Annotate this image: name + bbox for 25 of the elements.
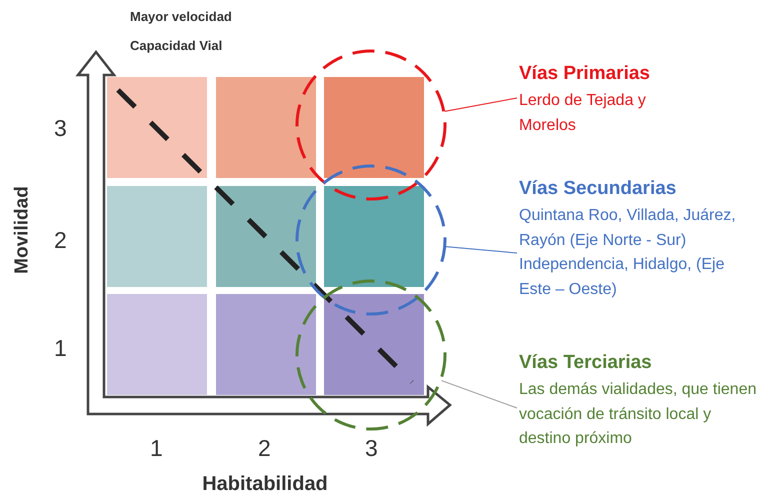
matrix-cell (216, 77, 316, 178)
axis-title: Habitabilidad (202, 474, 328, 494)
axis-title: Movilidad (12, 186, 32, 274)
leader-line (441, 380, 518, 408)
matrix-cell (107, 294, 207, 395)
category-description: Las demás vialidades, que tienen vocación de tránsito local y destino próximo (519, 380, 758, 449)
category-heading: Vías Secundarias (519, 177, 676, 201)
category-heading: Vías Primarias (519, 62, 650, 86)
category-description: Quintana Roo, Villada, Juárez, Rayón (Eje Norte - Sur) Independencia, Hidalgo, (Eje Este – Oeste) (519, 206, 737, 300)
axis-tick-label: 2 (54, 229, 67, 252)
matrix-cell (107, 77, 207, 178)
matrix-cell (107, 186, 207, 287)
matrix-cell (216, 294, 316, 395)
axis-tick-label: 3 (365, 437, 378, 460)
axis-tick-label: 3 (54, 117, 67, 140)
axis-tick-label: 2 (258, 437, 271, 460)
axis-note: Capacidad Vial (130, 39, 222, 52)
axis-note: Mayor velocidad (130, 10, 232, 23)
category-description: Lerdo de Tejada y Morelos (519, 91, 647, 136)
leader-line (444, 98, 518, 112)
category-heading: Vías Terciarias (519, 351, 652, 375)
matrix-cell (216, 186, 316, 287)
axis-tick-label: 1 (150, 437, 163, 460)
leader-line (445, 246, 518, 254)
axis-tick-label: 1 (54, 337, 67, 360)
